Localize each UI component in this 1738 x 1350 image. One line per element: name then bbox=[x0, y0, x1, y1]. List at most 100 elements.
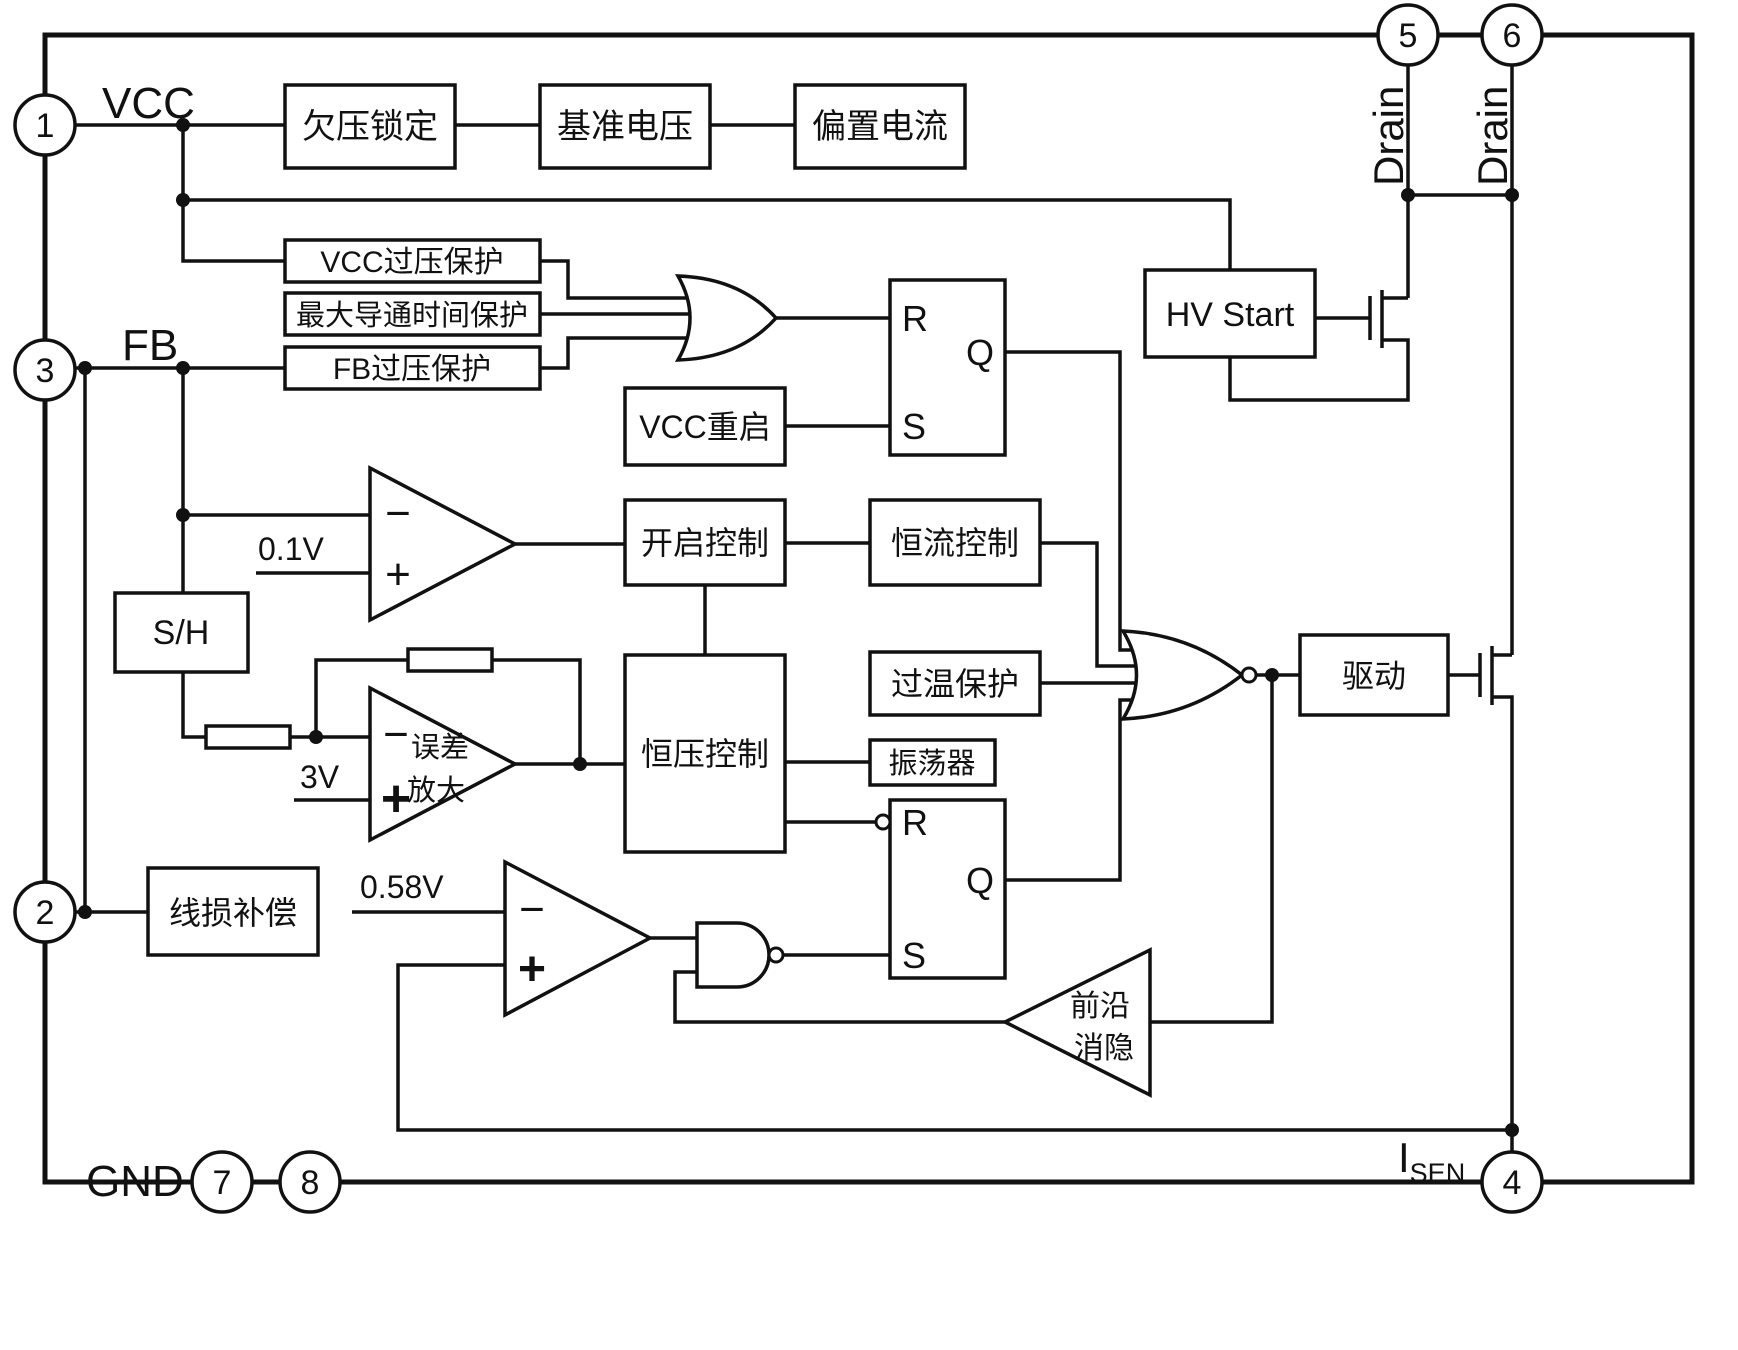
fb-label: FB bbox=[122, 321, 178, 370]
block-bias: 偏置电流 bbox=[793, 83, 967, 170]
ff2-r-label: R bbox=[902, 802, 928, 843]
ff2-q-label: Q bbox=[966, 860, 994, 901]
wire-control-path bbox=[515, 350, 1145, 882]
block-cc-control: 恒流控制 bbox=[868, 498, 1042, 587]
block-otp: 过温保护 bbox=[868, 650, 1042, 717]
pin-6-number: 6 bbox=[1503, 17, 1522, 55]
block-hv-start-label: HV Start bbox=[1166, 296, 1295, 334]
resistor-input bbox=[204, 724, 292, 750]
ff1-r-label: R bbox=[902, 298, 928, 339]
block-oscillator: 振荡器 bbox=[868, 738, 997, 787]
drain-label-5: Drain bbox=[1365, 86, 1412, 186]
block-sample-hold: S/H bbox=[113, 591, 250, 674]
block-max-on-time-label: 最大导通时间保护 bbox=[296, 299, 528, 332]
comparator-onoff-minus: − bbox=[385, 489, 411, 538]
nor-output-bubble bbox=[1240, 666, 1258, 684]
gnd-label: GND bbox=[86, 1157, 184, 1206]
or-gate-protection bbox=[674, 274, 779, 362]
pin-3-number: 3 bbox=[36, 352, 55, 390]
block-cv-control: 恒压控制 bbox=[623, 653, 787, 854]
pin-8: 8 bbox=[278, 1150, 342, 1214]
comparator-onoff-plus: + bbox=[385, 550, 411, 599]
drain-label-6: Drain bbox=[1469, 86, 1516, 186]
error-amp-label-1: 误差 bbox=[411, 731, 469, 764]
leb-amplifier: 前沿 消隐 bbox=[1001, 947, 1152, 1098]
pin-7-number: 7 bbox=[213, 1164, 232, 1202]
nand-gate-sense bbox=[695, 921, 785, 989]
mosfet-hv-start bbox=[1368, 290, 1384, 348]
wire-driver-path bbox=[1150, 673, 1480, 1024]
pin-8-number: 8 bbox=[301, 1164, 320, 1202]
rs-flipflop-protection: R Q S bbox=[888, 278, 1007, 457]
pin-1: 1 bbox=[13, 93, 77, 157]
pin-5: 5 bbox=[1376, 3, 1440, 67]
block-oscillator-label: 振荡器 bbox=[888, 747, 975, 780]
block-on-control: 开启控制 bbox=[623, 498, 787, 587]
block-cc-control-label: 恒流控制 bbox=[891, 525, 1019, 561]
pin-2: 2 bbox=[13, 880, 77, 944]
ff1-s-label: S bbox=[902, 406, 926, 447]
leb-label-2: 消隐 bbox=[1074, 1032, 1134, 1065]
junction-dots bbox=[78, 118, 1519, 1137]
block-vcc-ovp-label: VCC过压保护 bbox=[320, 246, 503, 279]
block-bias-label: 偏置电流 bbox=[812, 108, 948, 146]
block-line-comp: 线损补偿 bbox=[146, 866, 320, 957]
pin-3: 3 bbox=[13, 338, 77, 402]
pin-6: 6 bbox=[1480, 3, 1544, 67]
block-driver-label: 驱动 bbox=[1342, 658, 1406, 694]
resistor-feedback bbox=[406, 647, 494, 673]
pin-1-number: 1 bbox=[36, 107, 55, 145]
isen-label: ISEN bbox=[1398, 1134, 1465, 1188]
block-vref: 基准电压 bbox=[538, 83, 712, 170]
wire-protection-or bbox=[540, 259, 890, 428]
wire-current-sense bbox=[396, 936, 1512, 1132]
nor-gate-drive bbox=[1119, 629, 1258, 721]
mosfet-main-switch bbox=[1478, 646, 1494, 705]
ref-0v1-label: 0.1V bbox=[258, 531, 324, 567]
nand-output-bubble bbox=[767, 946, 785, 964]
package-outline bbox=[42, 32, 1695, 1185]
ref-0v58-label: 0.58V bbox=[360, 869, 444, 905]
pin-4-number: 4 bbox=[1503, 1164, 1522, 1202]
error-amp-label-2: 放大 bbox=[407, 774, 465, 807]
cs-comp-plus: + bbox=[518, 943, 546, 996]
block-cv-control-label: 恒压控制 bbox=[641, 736, 769, 772]
block-on-control-label: 开启控制 bbox=[641, 525, 769, 561]
leb-label-1: 前沿 bbox=[1070, 990, 1130, 1023]
block-max-on-time: 最大导通时间保护 bbox=[283, 291, 542, 337]
ref-3v-label: 3V bbox=[300, 759, 340, 795]
block-sample-hold-label: S/H bbox=[153, 614, 210, 652]
block-vcc-ovp: VCC过压保护 bbox=[283, 238, 542, 284]
vcc-label: VCC bbox=[102, 79, 195, 128]
wire-drain-net bbox=[1228, 65, 1514, 1152]
isen-label-sub: SEN bbox=[1410, 1158, 1466, 1188]
block-fb-ovp-label: FB过压保护 bbox=[333, 353, 491, 386]
wire-references bbox=[256, 571, 505, 914]
comparator-onoff: − + bbox=[368, 465, 519, 623]
block-driver: 驱动 bbox=[1298, 633, 1450, 717]
pin-4: 4 bbox=[1480, 1150, 1544, 1214]
ff2-s-label: S bbox=[902, 935, 926, 976]
block-vcc-restart: VCC重启 bbox=[623, 386, 787, 467]
ff2-r-bubble bbox=[874, 813, 892, 831]
rs-flipflop-pwm: R Q S bbox=[874, 798, 1007, 980]
ff1-q-label: Q bbox=[966, 332, 994, 373]
error-amp-plus: + bbox=[381, 770, 411, 828]
block-vcc-restart-label: VCC重启 bbox=[639, 409, 771, 445]
block-uvlo-label: 欠压锁定 bbox=[302, 108, 438, 146]
block-fb-ovp: FB过压保护 bbox=[283, 345, 542, 391]
block-otp-label: 过温保护 bbox=[891, 666, 1019, 702]
error-amplifier: − + 误差 放大 bbox=[368, 685, 519, 843]
pin-5-number: 5 bbox=[1399, 17, 1418, 55]
isen-label-main: I bbox=[1398, 1134, 1410, 1181]
current-sense-comparator: − + bbox=[503, 859, 654, 1018]
block-hv-start: HV Start bbox=[1143, 268, 1317, 359]
error-amp-minus: − bbox=[383, 710, 409, 759]
block-uvlo: 欠压锁定 bbox=[283, 83, 457, 170]
block-line-comp-label: 线损补偿 bbox=[169, 895, 297, 931]
pin-2-number: 2 bbox=[36, 894, 55, 932]
cs-comp-minus: − bbox=[519, 885, 545, 934]
block-vref-label: 基准电压 bbox=[557, 108, 693, 146]
